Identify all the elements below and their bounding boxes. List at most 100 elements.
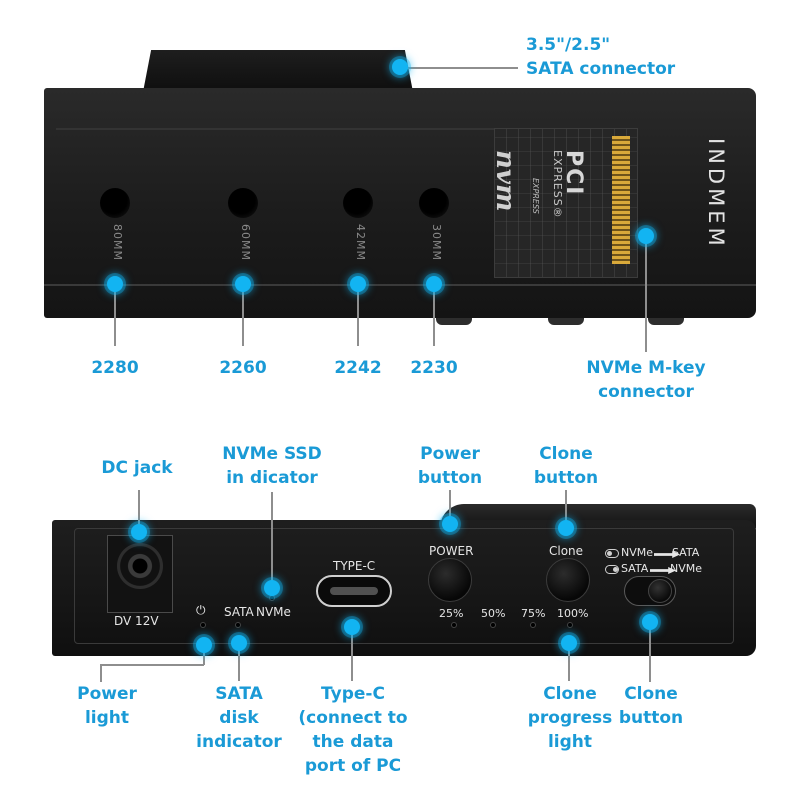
screw-hole-2280: [100, 188, 130, 218]
progress-label-75: 75%: [521, 607, 546, 620]
panel-frame: [74, 528, 734, 644]
size-2230-marker: [426, 276, 442, 292]
mode1-to: SATA: [672, 546, 700, 559]
leader-line: [100, 664, 102, 682]
size-2242-marker: [350, 276, 366, 292]
leader-line: [400, 67, 518, 69]
callout-2260: 2260: [219, 358, 267, 378]
dc-jack[interactable]: [117, 543, 163, 589]
m2-gold-contacts: [612, 136, 630, 264]
progress-label-100: 100%: [557, 607, 589, 620]
power-button[interactable]: [428, 558, 472, 602]
groove-line: [56, 128, 516, 130]
leader-line: [100, 664, 204, 666]
clone-progress-marker: [561, 635, 577, 651]
sata-indicator-marker: [231, 635, 247, 651]
type-c-port[interactable]: [316, 575, 392, 607]
mm-mark-80: 80MM: [111, 224, 124, 261]
sata-connector-handle: [143, 50, 413, 92]
foot: [436, 318, 472, 325]
callout-clone-progress: Clone progress light: [527, 684, 613, 752]
nvme-led-label: NVMe: [256, 605, 291, 619]
callout-2242: 2242: [334, 358, 382, 378]
ridge-line: [44, 284, 756, 286]
progress-led-25: [451, 622, 457, 628]
callout-nvme-indicator: NVMe SSD in dicator: [222, 444, 322, 488]
dc-voltage-label: DV 12V: [114, 614, 159, 628]
clone-button[interactable]: [546, 558, 590, 602]
callout-power-button: Power button: [417, 444, 483, 488]
progress-led-75: [530, 622, 536, 628]
mm-mark-42: 42MM: [354, 224, 367, 261]
leader-line: [114, 284, 116, 346]
sata-led-label: SATA: [224, 605, 254, 619]
callout-power-light: Power light: [77, 684, 137, 728]
callout-clone-button-bottom: Clone button: [618, 684, 684, 728]
nvm-express-logo: nvm: [490, 150, 520, 212]
leader-line: [238, 643, 240, 681]
callout-dc-jack: DC jack: [101, 458, 173, 478]
leader-line: [449, 490, 451, 524]
size-2260-marker: [235, 276, 251, 292]
callout-sata-connector: 3.5"/2.5" SATA connector: [526, 35, 676, 79]
power-button-marker: [442, 516, 458, 532]
mode-toggle-icon: [605, 549, 619, 558]
screw-hole-2260: [228, 188, 258, 218]
nvme-indicator-marker: [264, 580, 280, 596]
callout-type-c: Type-C (connect to the data port of PC: [298, 684, 408, 776]
leader-line: [568, 643, 570, 681]
power-light-marker: [196, 637, 212, 653]
foot: [648, 318, 684, 325]
progress-label-25: 25%: [439, 607, 464, 620]
nvme-connector-marker: [638, 228, 654, 244]
pci-express-sub: EXPRESS®: [551, 150, 564, 219]
leader-line: [357, 284, 359, 346]
leader-line: [242, 284, 244, 346]
callout-clone-button-top: Clone button: [533, 444, 599, 488]
leader-line: [271, 492, 273, 588]
mode2-from: SATA: [621, 562, 649, 575]
pci-express-logo: PCI: [561, 150, 586, 197]
sata-connector-marker: [392, 59, 408, 75]
leader-line: [433, 284, 435, 346]
leader-line: [138, 490, 140, 532]
clone-mode-switch-knob[interactable]: [648, 579, 672, 603]
mm-mark-30: 30MM: [430, 224, 443, 261]
leader-line: [351, 627, 353, 681]
power-symbol-icon: ⏻: [196, 603, 206, 617]
power-button-label: POWER: [429, 544, 474, 558]
leader-line: [645, 236, 647, 352]
clone-button-top-marker: [558, 520, 574, 536]
type-c-label: TYPE-C: [333, 559, 376, 573]
enclosure-top-view: [44, 88, 756, 318]
leader-line: [565, 490, 567, 528]
clone-switch-marker: [642, 614, 658, 630]
power-led: [200, 622, 206, 628]
mm-mark-60: 60MM: [239, 224, 252, 261]
size-2280-marker: [107, 276, 123, 292]
sata-led: [235, 622, 241, 628]
dc-jack-marker: [131, 524, 147, 540]
progress-led-100: [567, 622, 573, 628]
clone-button-label: Clone: [549, 544, 584, 558]
brand-logo: INDMEM: [704, 138, 728, 250]
arrow-right-icon: [654, 551, 680, 558]
screw-hole-2242: [343, 188, 373, 218]
mode-toggle-icon: [605, 565, 619, 574]
mode1-from: NVMe: [621, 546, 654, 559]
nvm-express-sub: EXPRESS: [531, 178, 540, 214]
callout-2280: 2280: [91, 358, 139, 378]
type-c-port-inner: [330, 587, 378, 595]
screw-hole-2230: [419, 188, 449, 218]
arrow-right-icon: [650, 567, 676, 574]
leader-line: [649, 622, 651, 682]
foot: [548, 318, 584, 325]
callout-nvme-connector: NVMe M-key connector: [586, 358, 706, 402]
mode2-to: NVMe: [670, 562, 703, 575]
callout-sata-indicator: SATA disk indicator: [196, 684, 282, 752]
type-c-marker: [344, 619, 360, 635]
progress-led-50: [490, 622, 496, 628]
callout-2230: 2230: [410, 358, 458, 378]
progress-label-50: 50%: [481, 607, 506, 620]
leader-line: [203, 645, 205, 665]
